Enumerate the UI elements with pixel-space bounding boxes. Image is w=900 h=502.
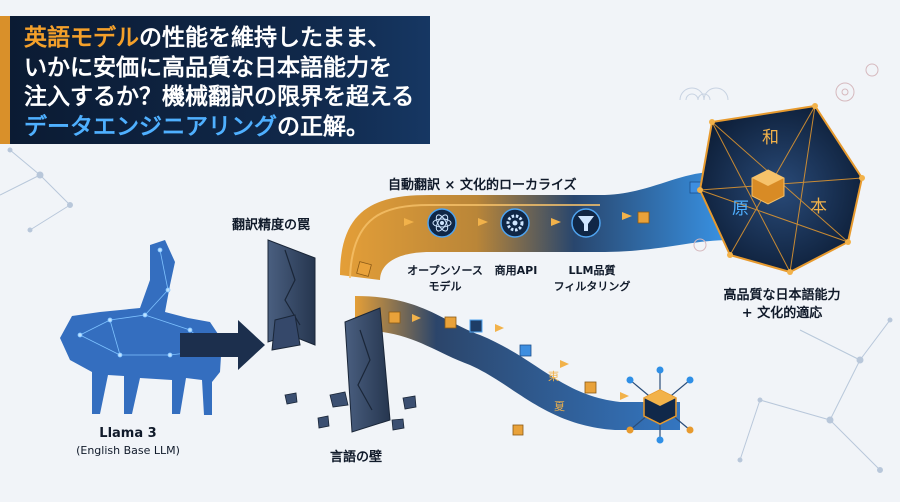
llama-sub-label: (English Base LLM) <box>76 444 180 457</box>
title-line-1-rest: の性能を維持したまま、 <box>139 25 391 51</box>
wall-debris <box>284 391 417 431</box>
upper-flow-path <box>340 171 730 280</box>
kanji-gen: 原 <box>732 199 749 219</box>
lower-flow-path <box>355 296 680 430</box>
japanese-ability-hub: 和 原 本 <box>697 103 865 275</box>
step-opensource-label: オープンソース モデル <box>407 264 483 293</box>
llama-network-figure <box>60 240 222 415</box>
wave-pattern-decoration <box>679 87 729 101</box>
llama-name-label: Llama 3 <box>99 426 157 441</box>
title-highlight-data-engineering: データエンジニアリング <box>24 113 277 140</box>
atom-icon <box>432 214 452 232</box>
step-api-label: 商用API <box>494 264 538 277</box>
title-line-3: 注入するか？機械翻訳の限界を超える <box>24 84 415 110</box>
result-label-line-1: 高品質な日本語能力 <box>723 288 841 303</box>
title-line-4-rest: の正解。 <box>277 113 369 140</box>
trap-label: 翻訳精度の罠 <box>232 218 311 233</box>
result-label-line-2: + 文化的適応 <box>741 306 823 321</box>
title-highlight-english-model: 英語モデル <box>24 25 139 51</box>
background-network-left <box>0 147 73 233</box>
output-node-cluster <box>626 366 694 444</box>
filter-funnel-icon <box>578 216 594 231</box>
data-cube-icons <box>356 181 702 277</box>
kanji-wa: 和 <box>762 128 779 148</box>
wall-label: 言語の壁 <box>330 450 383 465</box>
title-banner: 英語モデルの性能を維持したまま、 いかに安価に高品質な日本語能力を 注入するか？… <box>0 16 430 144</box>
flow-glyph-b: 夏 <box>554 400 565 413</box>
title-line-1: 英語モデルの性能を維持したまま、 <box>24 24 416 54</box>
broken-wall-left <box>267 239 316 351</box>
upper-step-icons <box>356 181 702 277</box>
gear-icon <box>506 214 524 232</box>
background-network-right <box>737 317 893 473</box>
flow-arrow-icons <box>404 212 632 226</box>
title-line-2: いかに安価に高品質な日本語能力を <box>24 54 392 81</box>
lower-flow-icons: 東 夏 <box>388 311 629 436</box>
upper-path-label: 自動翻訳 × 文化的ローカライズ <box>388 178 577 193</box>
kanji-hon: 本 <box>810 197 827 217</box>
step-filter-label: LLM品質 フィルタリング <box>553 264 631 293</box>
llama-input-arrow <box>180 320 265 370</box>
flow-glyph-a: 東 <box>548 370 559 383</box>
upper-flow-highlight <box>349 204 600 279</box>
title-line-4: データエンジニアリングの正解。 <box>24 113 416 143</box>
sakura-decoration <box>693 63 879 252</box>
broken-wall-right <box>344 307 391 433</box>
